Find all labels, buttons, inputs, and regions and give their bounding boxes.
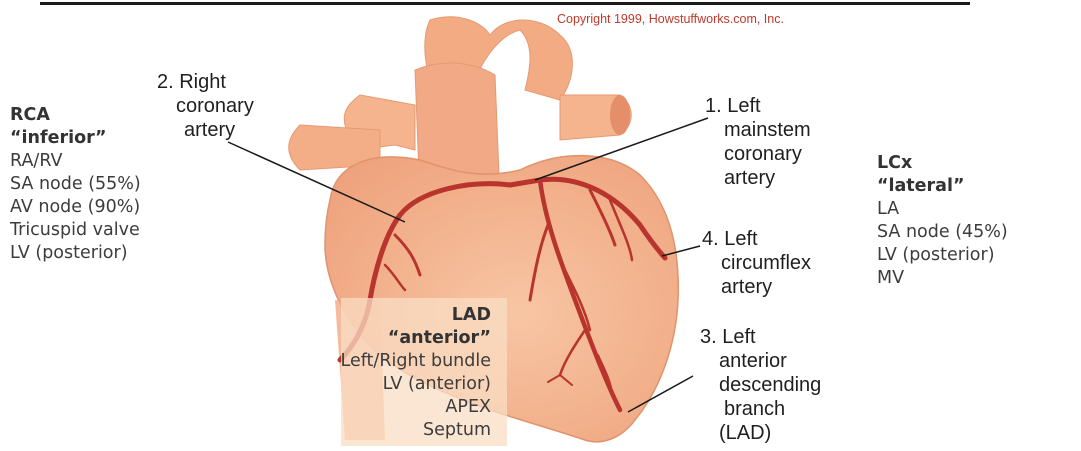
label-line: artery [702, 275, 811, 299]
label-line: (LAD) [700, 421, 821, 445]
label-line: coronary [157, 94, 254, 118]
lad-subtitle: “anterior” [341, 327, 492, 350]
label-line: 2. Right [157, 70, 254, 94]
lad-item: LV (anterior) [341, 373, 492, 396]
rca-territory: RCA “inferior” RA/RV SA node (55%) AV no… [10, 104, 141, 265]
label-line: circumflex [702, 251, 811, 275]
label-left-anterior-descending: 3. Left anterior descending branch (LAD) [700, 325, 821, 445]
lcx-item: MV [877, 267, 1008, 290]
lad-item: APEX [341, 396, 492, 419]
label-line: mainstem [705, 118, 811, 142]
rca-item: RA/RV [10, 150, 141, 173]
rca-item: LV (posterior) [10, 242, 141, 265]
lcx-item: LV (posterior) [877, 244, 1008, 267]
lcx-item: SA node (45%) [877, 221, 1008, 244]
lcx-territory: LCx “lateral” LA SA node (45%) LV (poste… [877, 152, 1008, 290]
label-line: 3. Left [700, 325, 821, 349]
label-line: artery [705, 166, 811, 190]
rca-subtitle: “inferior” [10, 127, 141, 150]
rca-item: SA node (55%) [10, 173, 141, 196]
lcx-title: LCx [877, 152, 1008, 175]
lad-item: Left/Right bundle [341, 350, 492, 373]
pulmonary-trunk-opening-shape [610, 95, 630, 135]
label-left-circumflex: 4. Left circumflex artery [702, 227, 811, 299]
label-line: 4. Left [702, 227, 811, 251]
label-right-coronary: 2. Right coronary artery [157, 70, 254, 142]
lad-item: Septum [341, 419, 492, 442]
label-line: descending [700, 373, 821, 397]
rca-title: RCA [10, 104, 141, 127]
label-line: artery [157, 118, 254, 142]
label-line: branch [700, 397, 821, 421]
lad-title: LAD [341, 304, 492, 327]
lcx-item: LA [877, 198, 1008, 221]
label-line: anterior [700, 349, 821, 373]
label-line: 1. Left [705, 94, 811, 118]
label-line: coronary [705, 142, 811, 166]
rca-item: AV node (90%) [10, 196, 141, 219]
rca-item: Tricuspid valve [10, 219, 141, 242]
label-left-mainstem: 1. Left mainstem coronary artery [705, 94, 811, 190]
lad-territory: LAD “anterior” Left/Right bundle LV (ant… [341, 304, 492, 442]
lcx-subtitle: “lateral” [877, 175, 1008, 198]
